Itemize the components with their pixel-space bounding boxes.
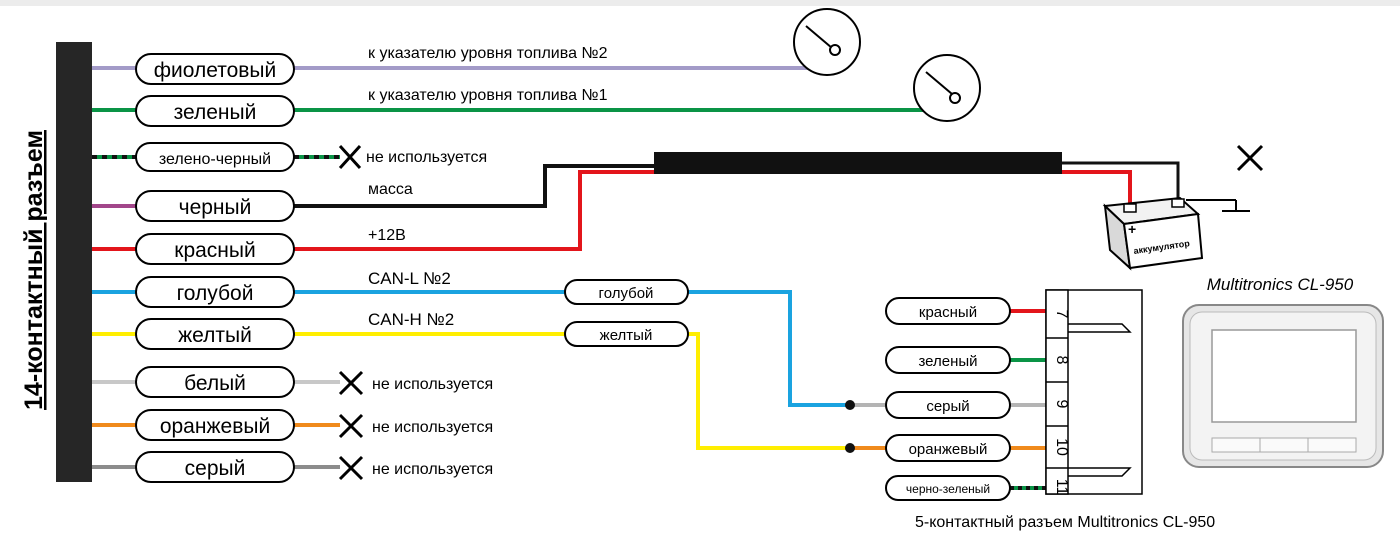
connector14-block	[56, 42, 92, 482]
close-cross-icon	[1236, 144, 1264, 172]
pin-number-7: 7	[1053, 310, 1070, 319]
wire-orange: оранжевый не используется	[92, 409, 493, 441]
wire-green-black: зелено-черный не используется	[92, 142, 487, 172]
device-title: Multitronics CL-950	[1207, 275, 1354, 294]
wire-grey: серый не используется	[92, 451, 493, 483]
wire-blue: голубой CAN-L №2 голубой	[92, 269, 850, 407]
junction-dot	[845, 443, 855, 453]
wire-name-green-black: зелено-черный	[159, 151, 271, 168]
wire-name-yellow: желтый	[178, 324, 252, 347]
wire-desc-yellow: CAN-H №2	[368, 310, 454, 329]
wire-label-grey	[135, 451, 295, 483]
pin-name-8: зеленый	[918, 353, 977, 370]
pin-label-11	[885, 475, 1011, 501]
wire-desc-green: к указателю уровня топлива №1	[368, 87, 608, 104]
connector5-housing: 7 8 9 10 11	[1045, 289, 1143, 496]
not-used-cross-icon	[338, 144, 362, 170]
battery-icon: + аккумулятор	[1102, 196, 1204, 271]
wire-label-green	[135, 95, 295, 127]
pin-name-10: оранжевый	[909, 441, 988, 458]
wire-label-blue	[135, 276, 295, 308]
wire-name-green: зеленый	[174, 101, 257, 124]
wire-name-black: черный	[179, 196, 252, 219]
wire-label-black	[135, 190, 295, 222]
wire-label-yellow	[135, 318, 295, 350]
wire-name-white: белый	[184, 372, 246, 395]
mid-name-yellow: желтый	[600, 327, 653, 344]
wire-desc-green-black: не используется	[366, 149, 487, 166]
wire-label-red	[135, 233, 295, 265]
pin-label-8	[885, 346, 1011, 374]
battery-plus-wire	[1062, 170, 1132, 210]
connector14-title: 14-контактный разъем	[20, 130, 48, 410]
fuel-gauge-1-icon	[913, 54, 981, 122]
wire-desc-red: +12В	[368, 227, 406, 244]
pin-name-11: черно-зеленый	[906, 482, 990, 496]
wire-label-green-black	[135, 142, 295, 172]
top-band	[0, 0, 1400, 6]
pin-name-9: серый	[926, 398, 969, 415]
wire-desc-grey: не используется	[372, 461, 493, 478]
mid-label-yellow	[564, 321, 689, 347]
not-used-cross-icon	[338, 455, 364, 481]
wire-name-violet: фиолетовый	[154, 59, 277, 82]
battery-minus-wire	[1062, 161, 1180, 205]
wire-desc-violet: к указателю уровня топлива №2	[368, 45, 608, 62]
pin-label-9	[885, 391, 1011, 419]
junction-dot	[845, 400, 855, 410]
pin-number-10: 10	[1053, 438, 1070, 456]
mid-name-blue: голубой	[599, 285, 654, 302]
power-harness-bundle	[654, 152, 1062, 174]
wire-desc-white: не используется	[372, 376, 493, 393]
device-image	[1182, 304, 1384, 468]
pin-number-9: 9	[1053, 400, 1070, 409]
fuel-gauge-2-icon	[793, 8, 861, 76]
wire-violet: фиолетовый к указателю уровня топлива №2	[92, 8, 861, 85]
wire-red: красный +12В	[92, 170, 655, 265]
wire-white: белый не используется	[92, 366, 493, 398]
wire-label-orange	[135, 409, 295, 441]
wire-name-blue: голубой	[177, 282, 254, 305]
pin-number-8: 8	[1053, 356, 1070, 365]
wire-name-orange: оранжевый	[160, 415, 270, 438]
not-used-cross-icon	[338, 413, 364, 439]
pin-number-11: 11	[1053, 479, 1070, 496]
wire-name-red: красный	[174, 239, 255, 262]
not-used-cross-icon	[338, 370, 364, 396]
wire-yellow: желтый CAN-H №2 желтый	[92, 310, 850, 450]
chassis-ground-icon	[1186, 199, 1250, 212]
wire-label-violet	[135, 53, 295, 85]
pin-name-7: красный	[919, 304, 977, 321]
pin-label-10	[885, 434, 1011, 462]
wire-black: черный масса	[92, 164, 655, 222]
pin-label-7	[885, 297, 1011, 325]
wire-label-white	[135, 366, 295, 398]
connector5-caption: 5-контактный разъем Multitronics CL-950	[915, 514, 1215, 531]
wire-desc-black: масса	[368, 181, 413, 198]
mid-label-blue	[564, 279, 689, 305]
wire-desc-blue: CAN-L №2	[368, 269, 451, 288]
battery-plus-sign: +	[1128, 221, 1136, 237]
wire-name-grey: серый	[185, 457, 246, 480]
wire-desc-orange: не используется	[372, 419, 493, 436]
wire-green: зеленый к указателю уровня топлива №1	[92, 54, 981, 127]
